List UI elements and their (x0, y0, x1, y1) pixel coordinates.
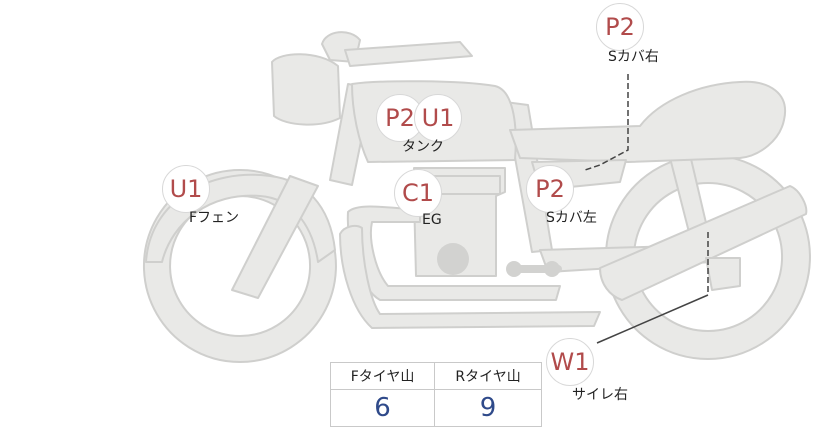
code-badge-tank-2: U1 (414, 94, 462, 142)
seat (509, 80, 787, 163)
tire-tread-header-row: Fタイヤ山 Rタイヤ山 (329, 362, 542, 390)
label-tank: タンク (402, 139, 444, 155)
code-badge-engine: C1 (394, 169, 442, 217)
code-badge-front-fender: U1 (162, 165, 210, 213)
rear-tire-header: Rタイヤ山 (434, 362, 542, 390)
code-badge-side-cover-left: P2 (526, 165, 574, 213)
muffler-end (705, 257, 741, 291)
code-badge-muffler-right: W1 (546, 338, 594, 386)
label-front-fender: Fフェン (189, 210, 240, 226)
tire-tread-value-row: 6 9 (329, 389, 542, 427)
label-engine: EG (422, 212, 442, 228)
tire-tread-table: Fタイヤ山 Rタイヤ山 6 9 (329, 362, 542, 427)
front-tire-header: Fタイヤ山 (329, 362, 436, 390)
leader-lines (584, 74, 709, 344)
code-badge-side-cover-right: P2 (596, 3, 644, 51)
front-tire-value: 6 (329, 389, 436, 427)
leader-line-muffler (596, 294, 709, 344)
foot-peg (506, 261, 562, 277)
front-fork (231, 175, 319, 299)
label-side-cover-left: Sカバ左 (546, 210, 597, 226)
label-side-cover-right: Sカバ右 (608, 49, 659, 65)
exhaust-pipe-lower (339, 225, 601, 329)
label-muffler-right: サイレ右 (572, 387, 628, 403)
leader-line-s-cover-right (584, 74, 629, 171)
headlight (271, 53, 341, 126)
muffler (599, 185, 808, 301)
rear-tire-value: 9 (434, 389, 542, 427)
handlebar-arm (344, 41, 473, 67)
engine-cover-circle (437, 243, 469, 275)
